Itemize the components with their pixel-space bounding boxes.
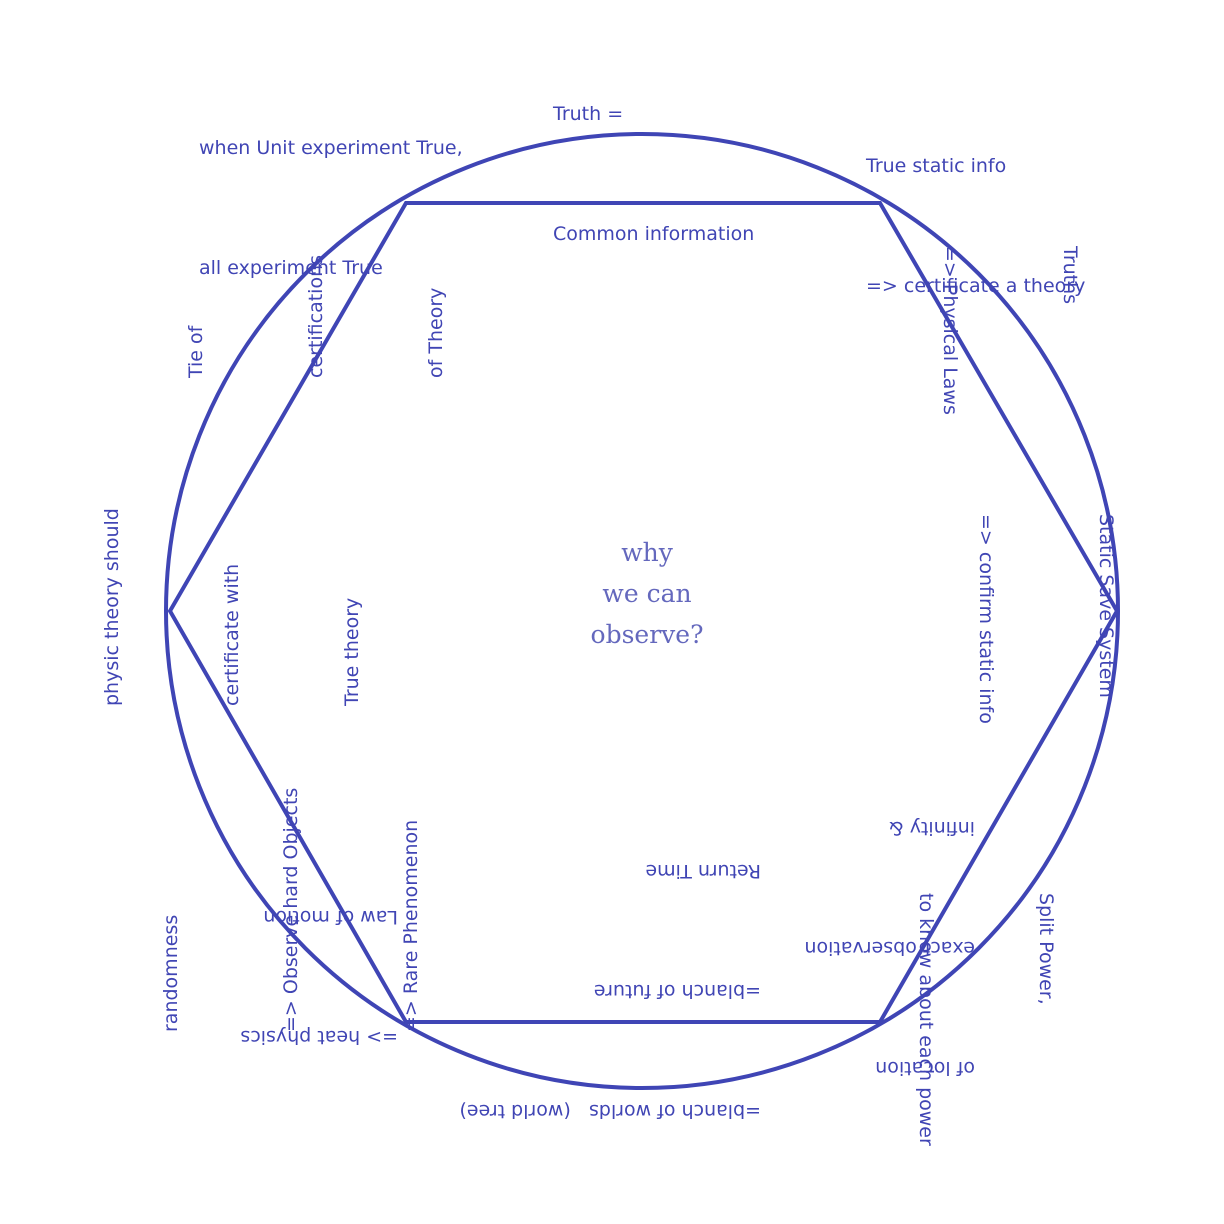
label-line: Split Power, (1035, 893, 1057, 1005)
center-line-2: we can (602, 579, 692, 608)
label-line: Truths (1059, 246, 1081, 305)
label-line: True static info (866, 155, 1007, 177)
label-line: certifications (305, 254, 327, 378)
label-line: => Rare Phenomenon (400, 819, 422, 1032)
label-line: => certificate a theory (866, 275, 1086, 297)
label-left: physic theory should certificate with Tr… (12, 508, 412, 706)
label-line: randomness (160, 914, 182, 1032)
label-upper-right: Truths => Physical Laws (890, 246, 1170, 415)
label-line: Static Save System (1095, 514, 1117, 698)
label-lower-right-inner: of location exact observation infinity & (804, 768, 975, 1168)
label-upper-left: Tie of certifications of Theory (96, 255, 496, 378)
label-lower-left: randomness => Observe hard Objects => Ra… (71, 788, 471, 1032)
label-line: infinity & (888, 817, 975, 839)
label-top-right: True static info => certificate a theory (866, 66, 1085, 346)
label-line: => Observe hard Objects (280, 787, 302, 1032)
center-question: why we can observe? (527, 532, 767, 655)
label-line: of location (875, 1057, 975, 1079)
label-right: Static Save System => confirm static inf… (926, 514, 1206, 724)
label-line: Tie of (185, 325, 207, 378)
inner-hexagon (167, 201, 1120, 1024)
label-line: =blanch of worlds (world tree) (459, 1100, 761, 1122)
label-line: when Unit experiment True, (199, 137, 463, 159)
label-line: of Theory (425, 287, 447, 378)
label-bottom-center: =blanch of worlds (world tree) =blanch o… (459, 811, 761, 1211)
label-line: physic theory should (101, 508, 123, 706)
center-line-1: why (621, 538, 673, 567)
label-line: Return Time (645, 860, 761, 882)
label-line: Truth = (553, 103, 624, 125)
label-line: exact observation (804, 937, 975, 959)
label-top: Truth = Common information (553, 14, 754, 294)
center-line-3: observe? (590, 620, 704, 649)
label-line: certificate with (221, 563, 243, 706)
label-line: Common information (553, 223, 755, 245)
label-line: =blanch of future (593, 980, 761, 1002)
label-top-left: when Unit experiment True, all experimen… (199, 48, 463, 328)
label-line: True theory (341, 597, 363, 706)
label-line: => confirm static info (975, 514, 997, 724)
label-line: all experiment True (199, 257, 383, 279)
label-line: => Physical Laws (939, 246, 961, 415)
